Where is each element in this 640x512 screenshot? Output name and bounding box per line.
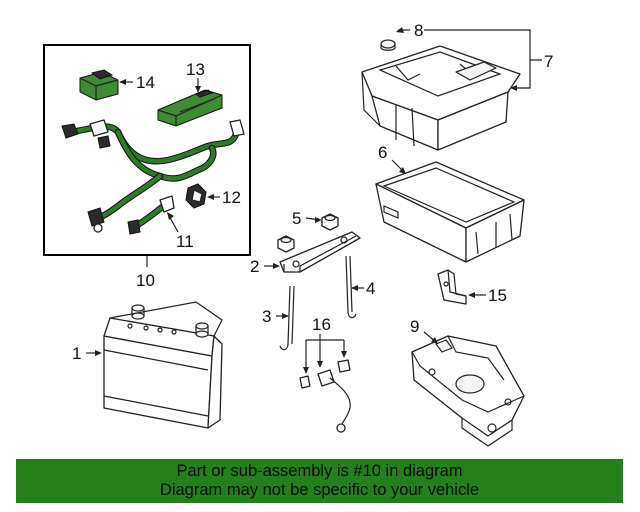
callout-14[interactable]: 14 [136,73,155,92]
arrow-5 [315,217,322,223]
part-8-cap[interactable] [380,39,396,51]
arrow-3 [282,313,289,319]
arrow-16a [303,367,309,374]
callout-2[interactable]: 2 [250,257,259,276]
part-12-grommet[interactable] [185,183,207,209]
arrow-12 [207,194,214,200]
part-13-fuse-cover[interactable] [157,89,223,127]
callout-3[interactable]: 3 [262,307,271,326]
callout-11[interactable]: 11 [176,232,194,251]
callout-12[interactable]: 12 [222,188,241,207]
callout-16[interactable]: 16 [312,315,331,334]
part-9-tray-bracket[interactable] [411,335,525,447]
arrow-13 [195,86,201,93]
callout-9[interactable]: 9 [410,317,419,336]
part-6-battery-tray[interactable] [375,161,525,263]
part-7-battery-box-cover[interactable] [361,45,521,151]
banner-line-2: Diagram may not be specific to your vehi… [159,481,480,499]
leader-16 [305,334,345,372]
callout-4[interactable]: 4 [366,279,375,298]
arrow-16b [317,361,323,368]
part-1-battery[interactable] [103,301,223,429]
arrow-8 [396,27,404,33]
arrow-9 [431,337,438,344]
arrow-11 [167,212,174,220]
part-2-hold-down-bracket[interactable] [279,231,361,273]
callout-10[interactable]: 10 [136,271,155,290]
arrow-1 [95,350,102,356]
callout-1[interactable]: 1 [72,344,81,363]
arrow-4 [351,285,358,291]
part-11-ground-cable[interactable] [127,195,175,235]
arrow-16c [341,351,347,358]
part-15-bracket[interactable] [437,269,467,305]
parts-diagram: 14 13 11 12 [43,21,553,447]
callout-7[interactable]: 7 [544,52,553,71]
callout-6[interactable]: 6 [378,143,387,162]
leader-7 [424,29,542,89]
arrow-14 [119,79,126,85]
part-16-ground-cable[interactable] [299,359,351,433]
part-14-terminal-cover[interactable] [79,69,119,101]
arrow-7 [510,85,517,91]
callout-15[interactable]: 15 [488,286,507,305]
part-10-cable-harness[interactable] [61,119,245,233]
arrow-6 [399,167,406,174]
callout-5[interactable]: 5 [292,209,301,228]
banner-line-1: Part or sub-assembly is #10 in diagram [176,462,463,480]
notice-banner: Part or sub-assembly is #10 in diagram D… [16,459,623,503]
part-5-nuts[interactable] [277,213,339,253]
callout-13[interactable]: 13 [186,60,205,79]
callout-8[interactable]: 8 [414,21,423,40]
part-3-hold-down-rod[interactable] [279,285,295,351]
part-4-hold-down-rod[interactable] [345,255,357,319]
arrow-2 [273,263,280,269]
arrow-15 [468,292,475,298]
